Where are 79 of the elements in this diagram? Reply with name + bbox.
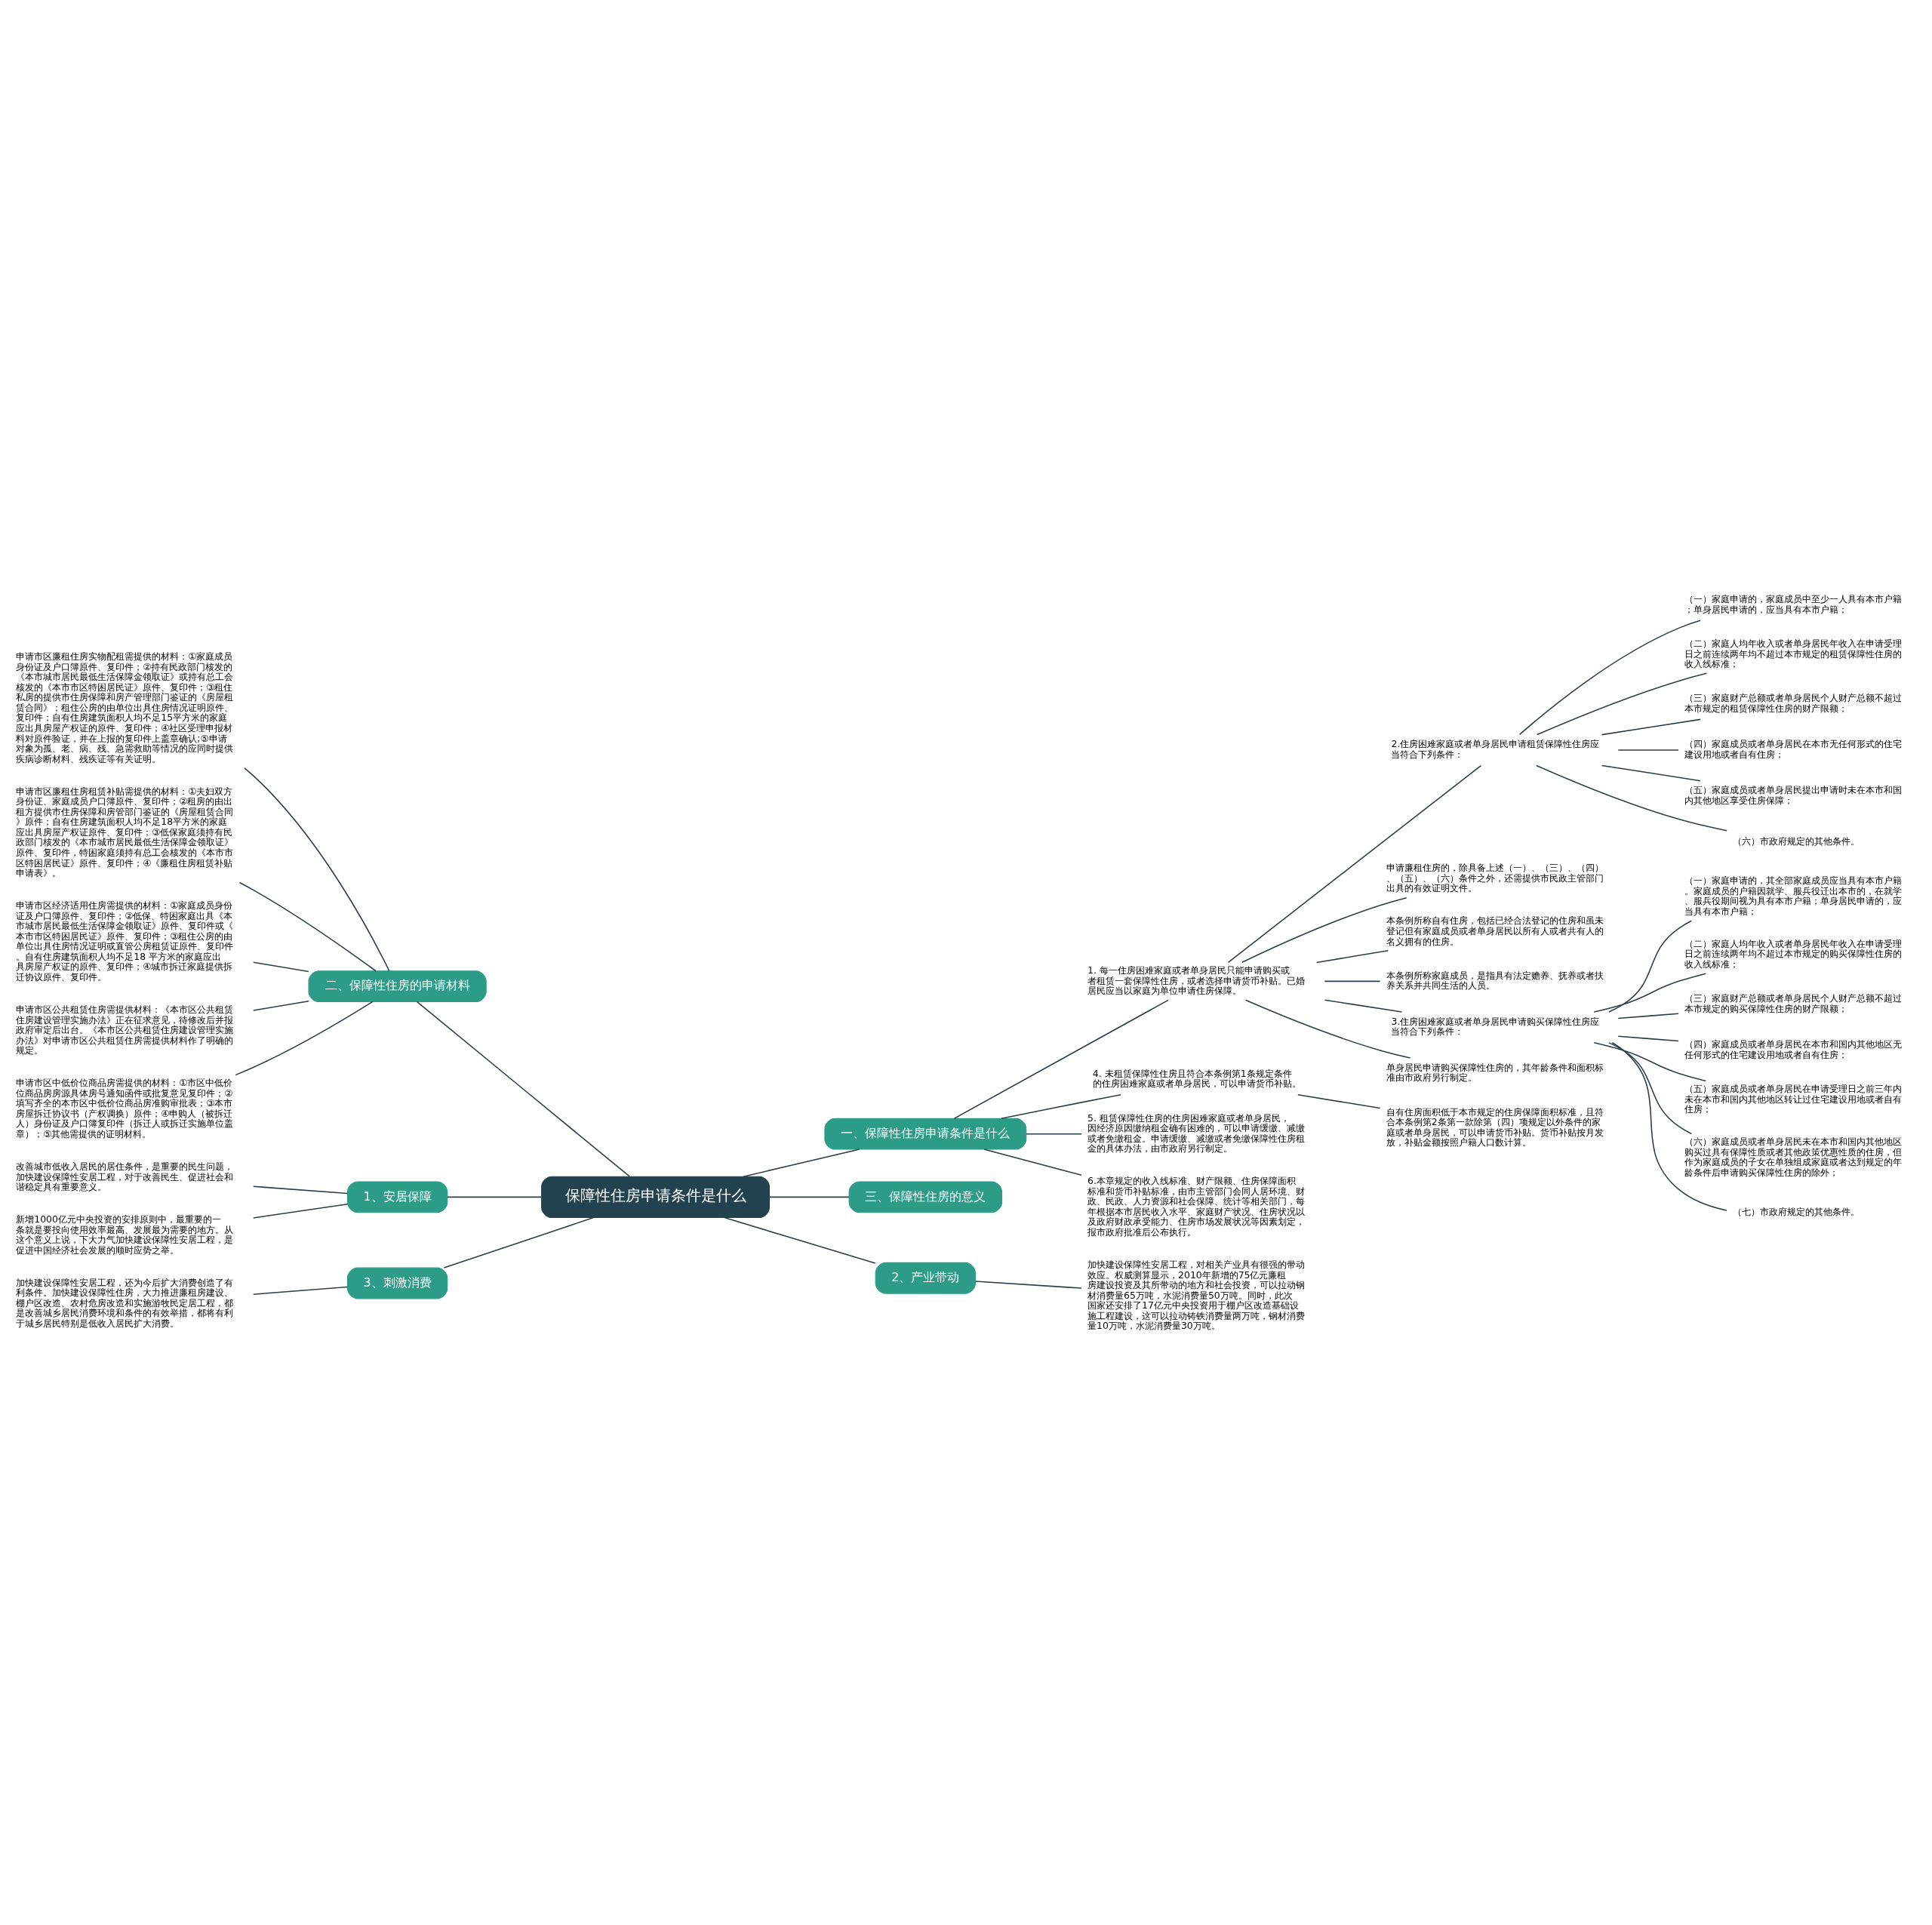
connector [1315, 949, 1389, 964]
node-text: （二）家庭人均年收入或者单身居民年收入在申请受理日之前连续两年均不超过本市规定的租赁保障性住房的收入线标准； [1684, 638, 1903, 670]
connector [743, 1149, 860, 1177]
connector [235, 1001, 374, 1076]
connector [447, 1196, 543, 1198]
connector [975, 1281, 1082, 1289]
node-box: 三、保障性住房的意义 [848, 1181, 1003, 1213]
connector [1601, 718, 1701, 736]
node-text: （五）家庭成员或者单身居民提出申请时未在本市和国内其他地区享受住房保障； [1684, 784, 1903, 807]
node-text: 本条例所称家庭成员，是指具有法定赡养、抚养或者扶养关系并共同生活的人员。 [1386, 969, 1604, 992]
node-text: 6.本章规定的收入线标准、财产限额、住房保障面积标准和货币补贴标准，由市主管部门会同人居环境、财政、民政、人力资源和社会保障、统计等相关部门，每年根据本市居民收入水平、家庭财产状况、住房状况以及政府财政承受能力、住房市场发展状况等因素划定，报市政府批准后公布执行。 [1088, 1175, 1306, 1238]
node-text: （四）家庭成员或者单身居民在本市无任何形式的住宅建设用地或者自有住房； [1684, 738, 1903, 760]
node-text: 加快建设保障性安居工程，对相关产业具有很强的带动效应。权威测算显示，2010年新增的75亿元廉租房建设投资及其所带动的地方和社会投资，可以拉动钢材消费量65万吨，水泥消费量50万吨。同时，此次国家还安排了17亿元中央投资用于棚户区改造基础设施工程建设，这可以拉动铸铁消费量两万吨，钢材消费量10万吨，水泥消费量30万吨。 [1088, 1258, 1306, 1332]
connector [252, 1185, 349, 1195]
connector [443, 1216, 595, 1268]
connector [769, 1196, 850, 1198]
connector [1608, 920, 1693, 1013]
node-box: 二、保障性住房的申请材料 [308, 970, 487, 1003]
node-text: 申请市区廉租住房租赁补贴需提供的材料：①夫妇双方身份证、家庭成员户口簿原件、复印件；②租房的由出租方提供市住房保障和房管部门鉴证的《房屋租赁合同》原件；自有住房建筑面积人均不足18平方米的家庭应出具房屋产权证原件、复印件；③低保家庭须持有民政部门核发的《本市城市居民最低生活保障金领取证》原件、复印件，特困家庭须持有总工会核发的《本市市区特困居民证》原件、复印件；④《廉租住房租赁补贴申请表》。 [16, 785, 234, 879]
connector [244, 767, 390, 972]
node-text: 申请廉租住房的，除具备上述（一）、（三）、（四）、（五）、（六）条件之外，还需提供市民政主管部门出具的有效证明文件。 [1386, 862, 1604, 894]
connector [238, 881, 377, 972]
node-text: 申请市区廉租住房实物配租需提供的材料：①家庭成员身份证及户口簿原件、复印件；②持有民政部门核发的《本市城市居民最低生活保障金领取证》或持有总工会核发的《本市市区特困居民证》原件、复印件；③租住私房的提供市住房保障和房产管理部门鉴证的《房屋租赁合同》；租住公房的由单位出具住房情况证明原件、复印件；自有住房建筑面积人均不足15平方米的家庭应出具房屋产权证的原件、复印件；④社区受理申报材料对原件验证，并在上报的复印件上盖章确认;⑤申请对象为孤、老、病、残、急需救助等情况的应同时提供疾病诊断材料、残疾证等有关证明。 [16, 650, 234, 764]
node-text: 新增1000亿元中央投资的安排原则中，最重要的一条就是要投向使用效率最高、发展最为需要的地方。从这个意义上说，下大力气加快建设保障性安居工程，是促进中国经济社会发展的顺时应势之举。 [16, 1213, 234, 1256]
node-text: （一）家庭申请的，其全部家庭成员应当具有本市户籍。家庭成员的户籍因就学、服兵役迁出本市的，在就学、服兵役期间视为具有本市户籍；单身居民申请的，应当具有本市户籍； [1684, 875, 1903, 917]
connector [1593, 1042, 1707, 1082]
node-box: 一、保障性住房申请条件是什么 [824, 1118, 1027, 1150]
connector [1244, 999, 1411, 1059]
connector [1617, 749, 1679, 751]
connector [1617, 1035, 1679, 1042]
node-text: 单身居民申请购买保障性住房的，其年龄条件和面积标准由市政府另行制定。 [1386, 1061, 1604, 1084]
node-text: 5. 租赁保障性住房的住房困难家庭或者单身居民，因经济原因缴纳租金确有困难的，可以申请缓缴、减缴或者免缴租金。申请缓缴、减缴或者免缴保障性住房租金的具体办法，由市政府另行制定。 [1088, 1112, 1306, 1155]
connector [1601, 764, 1701, 782]
node-box: 1、安居保障 [346, 1181, 448, 1213]
node-text: （二）家庭人均年收入或者单身居民年收入在申请受理日之前连续两年均不超过本市规定的购买保障性住房的收入线标准； [1684, 937, 1903, 970]
node-text: （七）市政府规定的其他条件。 [1733, 1205, 1860, 1217]
node-text: 加快建设保障性安居工程，还为今后扩大消费创造了有利条件。加快建设保障性住房，大力推进廉租房建设、棚户区改造、农村危房改造和实施游牧民定居工程，都是改善城乡居民消费环境和条件的有效举措，都将有利于城乡居民特别是低收入居民扩大消费。 [16, 1276, 234, 1329]
connector [252, 961, 309, 973]
connector [1593, 973, 1707, 1013]
node-text: 申请市区经济适用住房需提供的材料：①家庭成员身份证及户口簿原件、复印件；②低保、特困家庭出具《本市城市居民最低生活保障金领取证》原件、复印件或《本市市区特困居民证》原件、复印件；③租住公房的由单位出具住房情况证明或直管公房租赁证原件、复印件。自有住房建筑面积人均不足18 平方米的家庭应出具房屋产权证的原件、复印件；④城市拆迁家庭提供拆迁协议原件、复印件。 [16, 899, 234, 983]
connector [1241, 896, 1407, 964]
connector [1536, 672, 1707, 736]
node-box: 3、刺激消费 [346, 1267, 448, 1299]
node-text: 2.住房困难家庭或者单身居民申请租赁保障性住房应当符合下列条件： [1391, 738, 1600, 760]
node-text: （三）家庭财产总额或者单身居民个人财产总额不超过本市规定的租赁保障性住房的财产限额； [1684, 692, 1903, 714]
node-text: 自有住房面积低于本市规定的住房保障面积标准，且符合本条例第2条第一款除第（四）项规定以外条件的家庭或者单身居民，可以申请货币补贴。货币补贴按月发放，补贴金额按照户籍人口数计算。 [1386, 1105, 1604, 1149]
node-text: （一）家庭申请的，家庭成员中至少一人具有本市户籍；单身居民申请的，应当具有本市户籍； [1684, 593, 1903, 615]
connector [1227, 764, 1482, 964]
node-text: 3.住房困难家庭或者单身居民申请购买保障性住房应当符合下列条件： [1391, 1015, 1600, 1038]
node-text: 本条例所称自有住房，包括已经合法登记的住房和虽未登记但有家庭成员或者单身居民以所有人或者共有人的名义拥有的住房。 [1386, 915, 1604, 947]
node-text: （五）家庭成员或者单身居民在申请受理日之前三年内未在本市和国内其他地区转让过住宅建设用地或者自有住房； [1684, 1083, 1903, 1115]
node-text: （六）家庭成员或者单身居民未在本市和国内其他地区购买过具有保障性质或者其他政策优惠性质的住房，但作为家庭成员的子女在单独组成家庭或者达到规定的年龄条件后申请购买保障性住房的除外； [1684, 1136, 1903, 1178]
connector [416, 1001, 630, 1177]
connector [724, 1216, 876, 1264]
node-box: 保障性住房申请条件是什么 [541, 1176, 770, 1219]
connector [252, 1000, 309, 1011]
connector [1001, 1094, 1121, 1120]
connector [1518, 620, 1701, 736]
connector [1026, 1133, 1082, 1135]
node-text: 4. 未租赁保障性住房且符合本条例第1条规定条件的住房困难家庭或者单身居民，可以申请货币补贴。 [1092, 1067, 1301, 1090]
node-text: 申请市区中低价位商品房需提供的材料：①市区中低价位商品房房源具体房号通知函件或批复意见复印件；②填写齐全的本市区中低价位商品房准购审批表；③本市房屋拆迁协议书（产权调换）原件；④申购人（被拆迁人）身份证及户口簿复印件（拆迁人或拆迁实施单位盖章）；⑤其他需提供的证明材料。 [16, 1077, 234, 1139]
connector [1608, 1042, 1693, 1135]
connector [252, 1204, 349, 1219]
connector [1324, 999, 1403, 1013]
node-text: 改善城市低收入居民的居住条件，是重要的民生问题，加快建设保障性安居工程，对于改善民生、促进社会和谐稳定具有重要意义。 [16, 1160, 234, 1193]
connector [1611, 1042, 1727, 1211]
connector [1536, 764, 1727, 832]
node-text: （四）家庭成员或者单身居民在本市和国内其他地区无任何形式的住宅建设用地或者自有住房； [1684, 1038, 1903, 1060]
node-text: （六）市政府规定的其他条件。 [1733, 835, 1860, 847]
node-box: 2、产业带动 [875, 1262, 976, 1294]
connector [1617, 1013, 1679, 1019]
node-text: 1. 每一住房困难家庭或者单身居民只能申请购买或者租赁一套保障性住房，或者选择申请货币补贴。已婚居民应当以家庭为单位申请住房保障。 [1088, 964, 1306, 997]
node-text: 申请市区公共租赁住房需提供材料：《本市区公共租赁住房建设管理实施办法》正在征求意见，待修改后并报政府审定后出台。《本市区公共租赁住房建设管理实施办法》对申请市区公共租赁住房需提供材料作了明确的规定。 [16, 1003, 234, 1056]
connector [983, 1149, 1082, 1176]
connector [1324, 980, 1381, 982]
connector [252, 1286, 349, 1296]
connector [953, 999, 1169, 1119]
connector [1297, 1093, 1381, 1109]
node-text: （三）家庭财产总额或者单身居民个人财产总额不超过本市规定的购买保障性住房的财产限额； [1684, 992, 1903, 1014]
